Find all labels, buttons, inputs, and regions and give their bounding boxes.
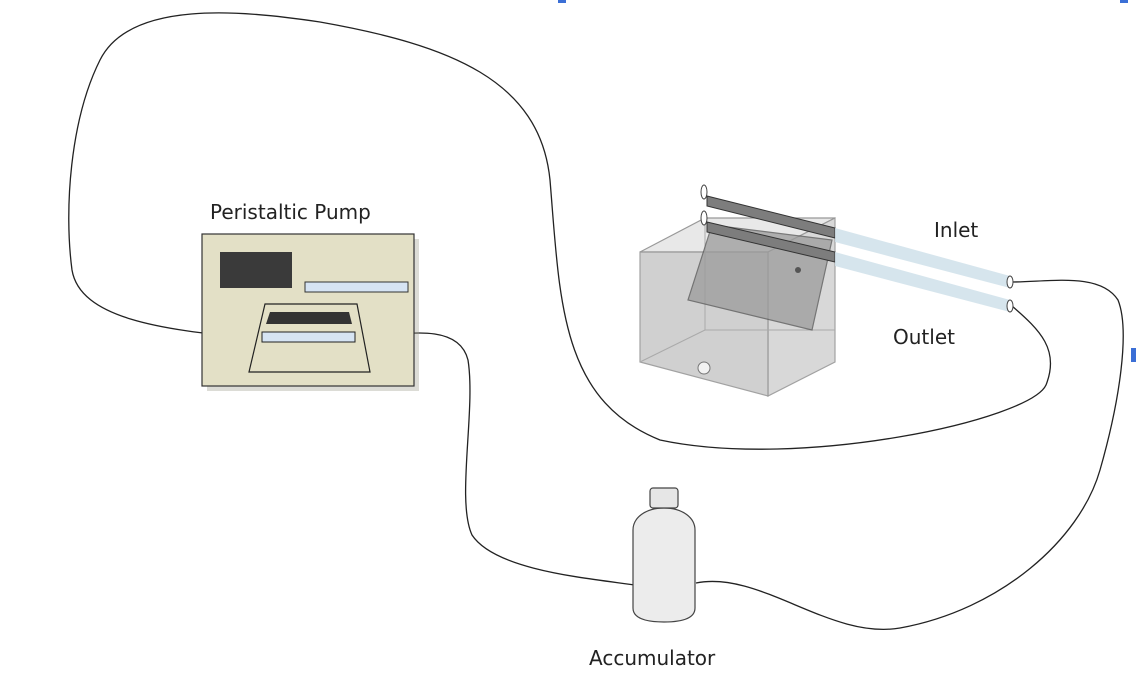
edge-marker: [1120, 0, 1128, 3]
pump-status-strip: [304, 281, 409, 293]
tubing: [68, 12, 1124, 630]
edge-marker: [558, 0, 566, 3]
peristaltic-pump: [201, 233, 419, 391]
label-peristaltic-pump: Peristaltic Pump: [210, 200, 371, 224]
label-accumulator: Accumulator: [589, 646, 716, 670]
label-outlet: Outlet: [893, 325, 955, 349]
outlet-tube: [835, 252, 1010, 312]
pump-roller: [266, 312, 352, 324]
tube-pump-to-outlet: [68, 12, 1052, 450]
pump-display: [220, 252, 292, 288]
inlet-port: [1006, 275, 1014, 289]
clear-tubes: [835, 228, 1014, 313]
label-inlet: Inlet: [934, 218, 979, 242]
accumulator: [632, 487, 696, 623]
pump-tube-channel: [261, 331, 356, 343]
inlet-tube: [835, 228, 1010, 288]
tube-pump-to-accumulator: [369, 332, 636, 586]
test-tank: [639, 184, 836, 397]
tank-drain-port: [697, 361, 711, 375]
outlet-port: [1006, 299, 1014, 313]
tank-sensor: [795, 267, 801, 273]
tube-accumulator-to-inlet: [695, 279, 1124, 630]
accumulator-cap: [649, 487, 679, 509]
accumulator-body: [632, 507, 696, 623]
edge-marker: [1131, 348, 1136, 362]
